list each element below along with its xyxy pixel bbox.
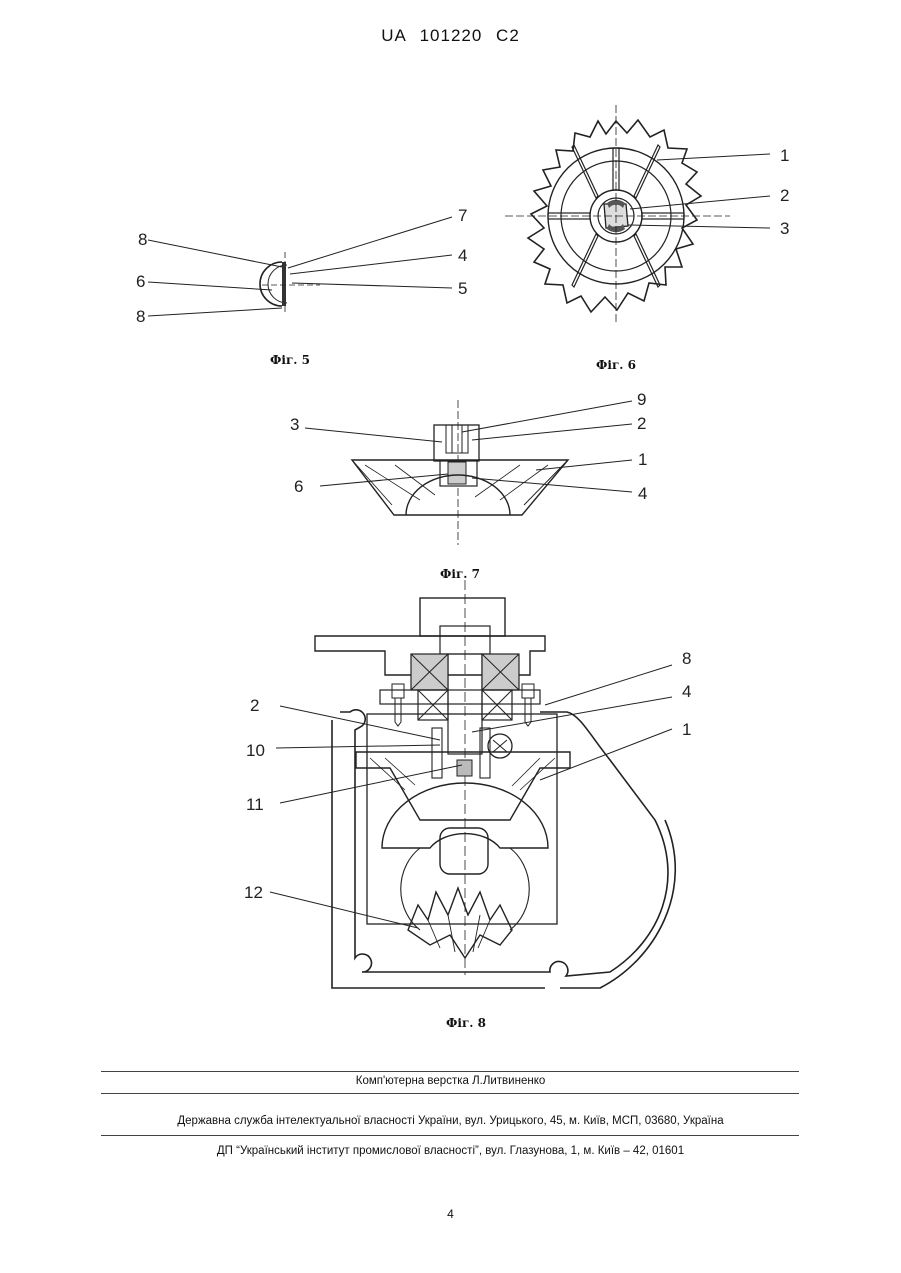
fig7-label-1: 1 <box>638 450 647 469</box>
fig5-label-4: 4 <box>458 246 467 265</box>
fig8-label-1: 1 <box>682 720 691 739</box>
fig7-caption: Фіг. 7 <box>440 567 480 581</box>
fig5-caption: Фіг. 5 <box>270 353 310 367</box>
footer-divider-top <box>101 1071 799 1072</box>
fig8-drawing <box>270 580 675 988</box>
fig7-label-3: 3 <box>290 415 299 434</box>
footer-office-address: Державна служба інтелектуальної власност… <box>0 1115 901 1127</box>
fig6-label-3: 3 <box>780 219 789 238</box>
fig6-label-1: 1 <box>780 146 789 165</box>
fig8-caption: Фіг. 8 <box>446 1016 486 1030</box>
fig8-label-4: 4 <box>682 682 691 701</box>
fig7-label-9: 9 <box>637 390 646 409</box>
fig8-label-2: 2 <box>250 696 259 715</box>
footer-typesetting: Комп'ютерна верстка Л.Литвиненко <box>0 1075 901 1087</box>
fig5-label-6: 6 <box>136 272 145 291</box>
fig8-label-8: 8 <box>682 649 691 668</box>
fig6-label-2: 2 <box>780 186 789 205</box>
fig5-label-8-top: 8 <box>138 230 147 249</box>
fig7-label-6: 6 <box>294 477 303 496</box>
fig5-label-8-bottom: 8 <box>136 307 145 326</box>
fig5-drawing <box>148 217 452 316</box>
fig5-label-5: 5 <box>458 279 467 298</box>
fig6-drawing <box>505 105 770 325</box>
fig7-label-4: 4 <box>638 484 647 503</box>
page-number: 4 <box>0 1207 901 1221</box>
fig5-label-7: 7 <box>458 206 467 225</box>
footer-publisher-address: ДП “Український інститут промислової вла… <box>0 1145 901 1157</box>
footer-divider-bottom <box>101 1135 799 1136</box>
footer-divider-middle <box>101 1093 799 1094</box>
fig8-label-11: 11 <box>246 795 264 814</box>
fig8-label-10: 10 <box>246 741 265 760</box>
fig7-drawing <box>305 400 632 545</box>
fig7-label-2: 2 <box>637 414 646 433</box>
fig6-caption: Фіг. 6 <box>596 358 636 372</box>
fig8-label-12: 12 <box>244 883 263 902</box>
